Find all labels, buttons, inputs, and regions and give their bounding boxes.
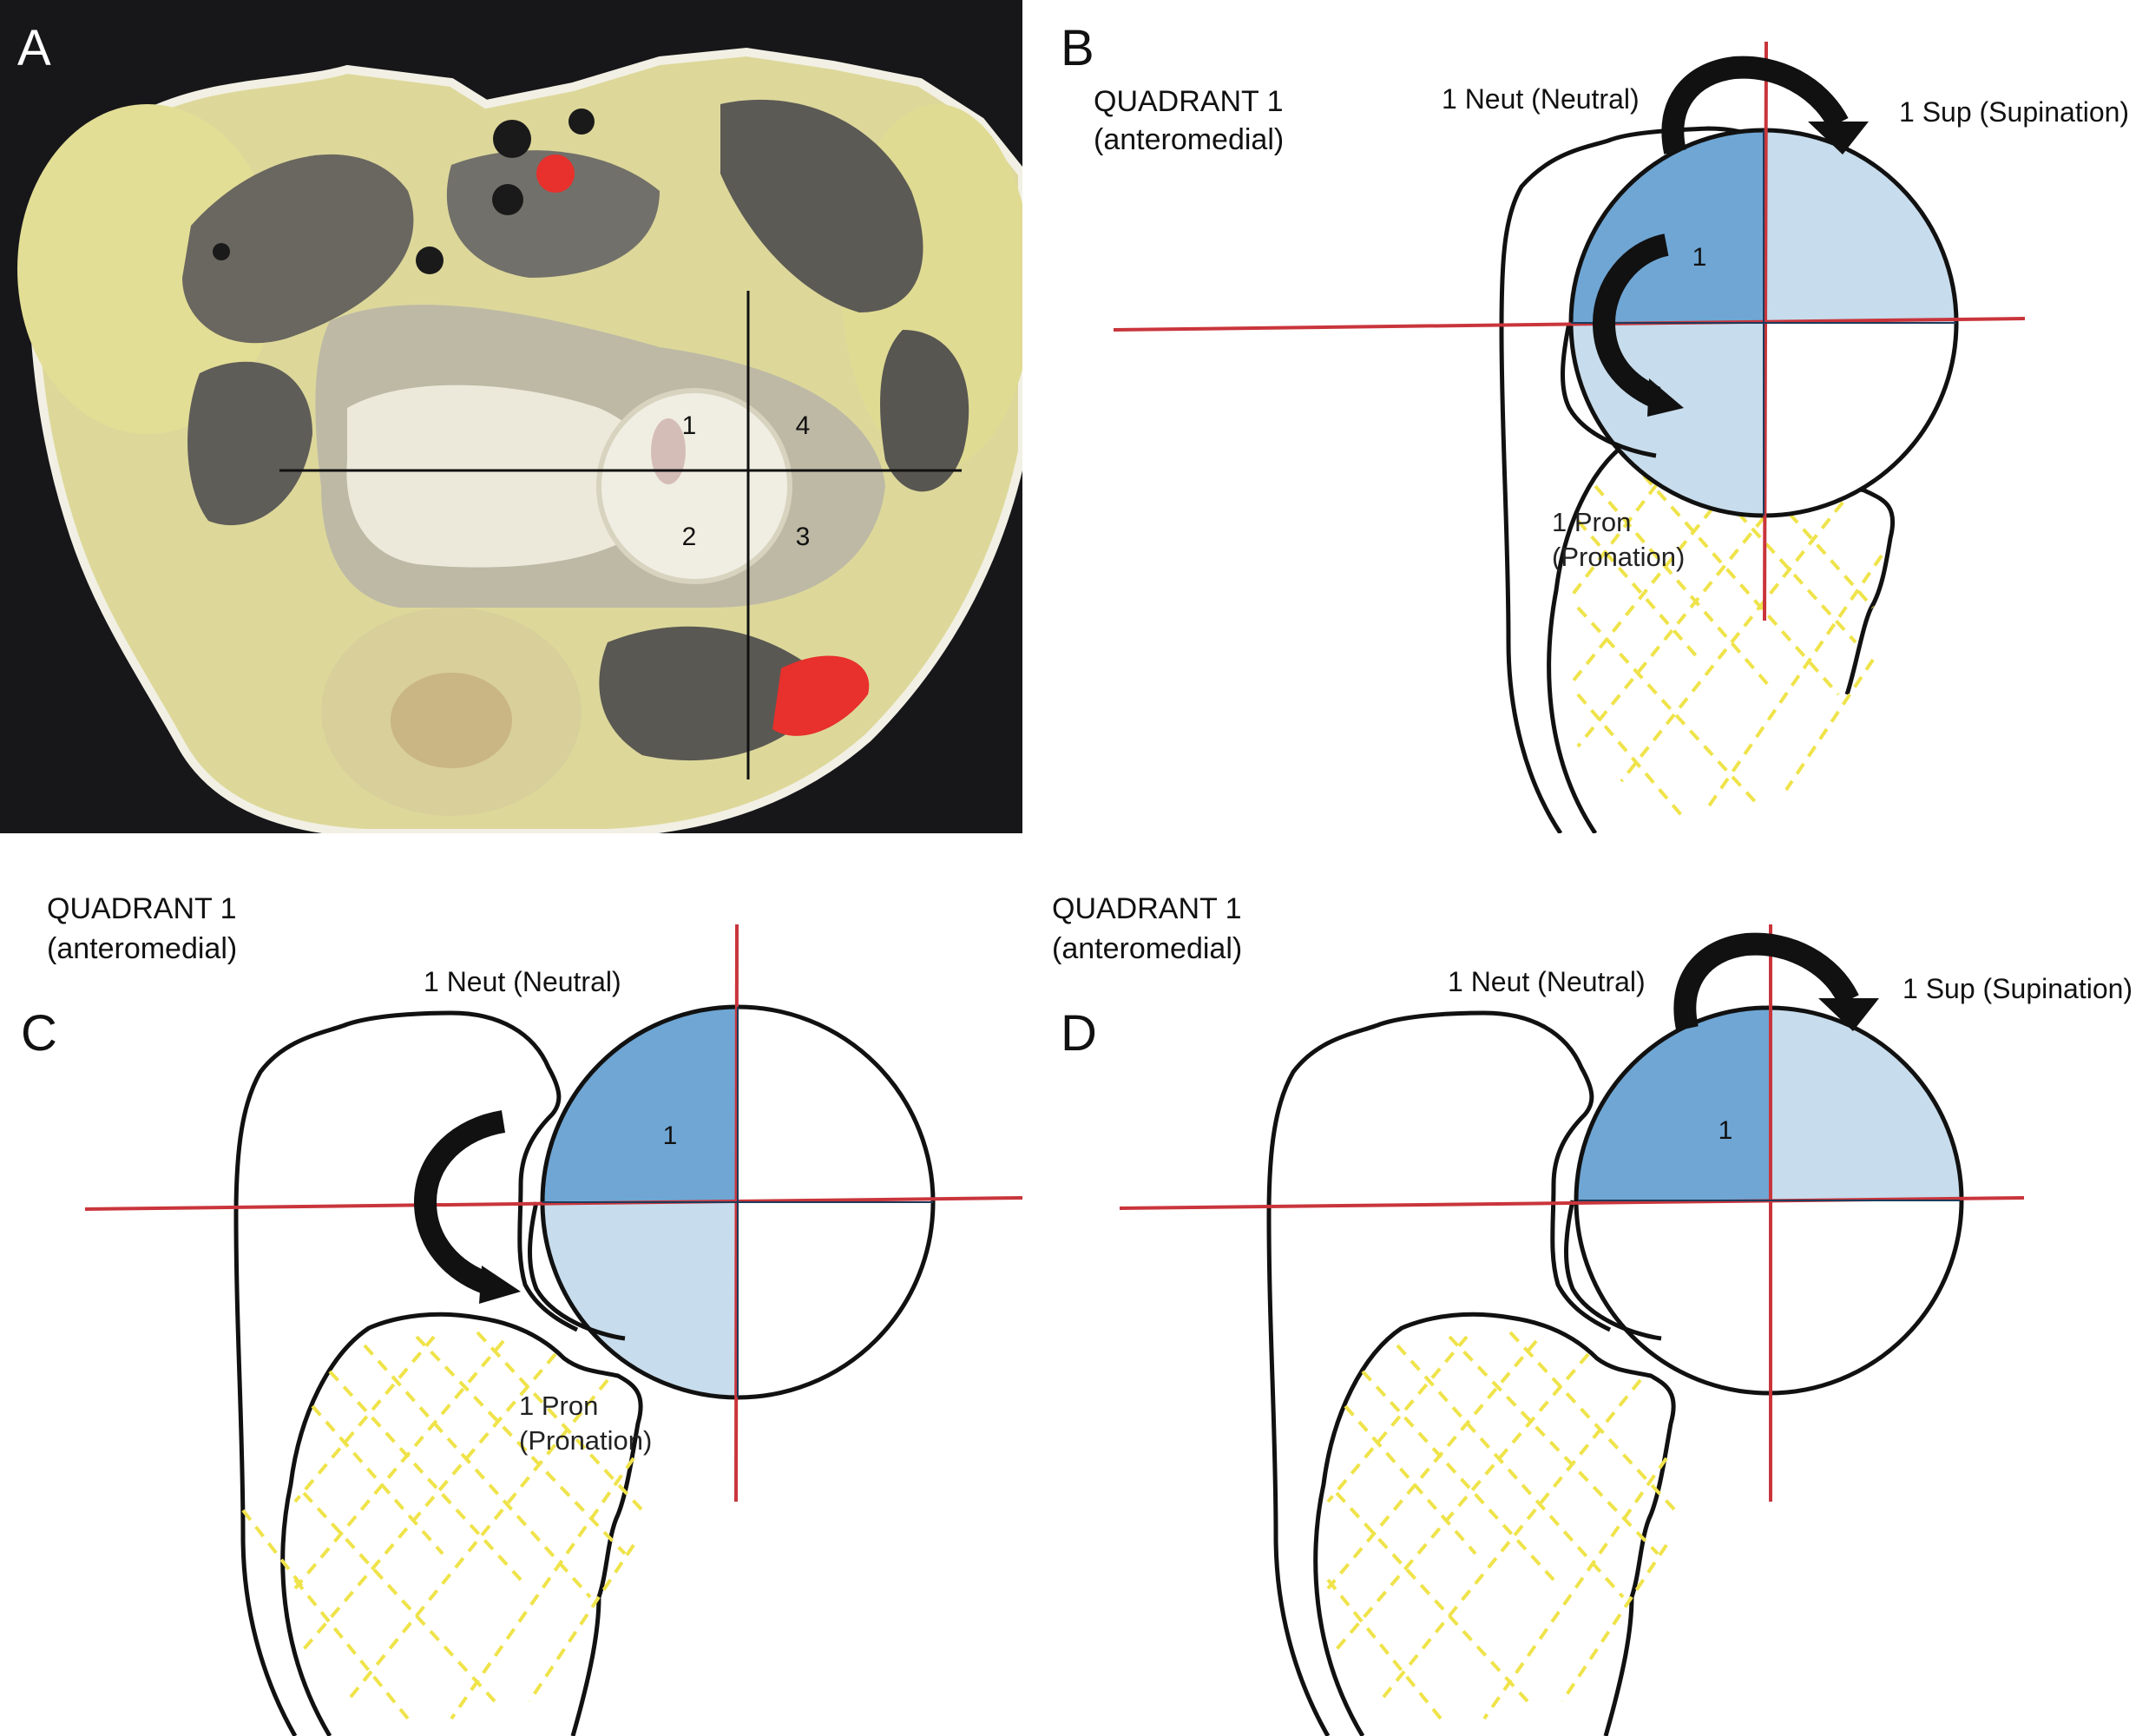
quadrant-title: QUADRANT 1 — [1094, 85, 1284, 118]
vessel-1 — [493, 120, 531, 158]
panel-c-diagram: QUADRANT 1 (anteromedial) 1 Neut (Neutra… — [0, 868, 1074, 1736]
axis-vertical — [1765, 42, 1766, 621]
panel-letter-d: D — [1061, 1005, 1097, 1062]
panel-letter-a: A — [17, 20, 51, 76]
radius-marrow — [391, 673, 512, 768]
axis-vertical — [736, 924, 737, 1502]
wrist-cross-section-photo: 1 2 3 4 A — [0, 0, 1022, 833]
panel-c-svg: QUADRANT 1 (anteromedial) 1 Neut (Neutra… — [0, 868, 1074, 1736]
vessel-4 — [416, 247, 444, 274]
quadrant-number: 1 — [1719, 1116, 1733, 1145]
neutral-label: 1 Neut (Neutral) — [424, 966, 621, 997]
quadrant-fill-neutral — [521, 998, 738, 1202]
pronation-label: 1 Pron — [1552, 507, 1631, 537]
vessel-2 — [492, 184, 523, 215]
quadrant-4-label: 4 — [796, 411, 811, 440]
pronation-sublabel: (Pronation) — [1552, 542, 1685, 572]
vessel-5 — [213, 243, 230, 260]
panel-letter-c: C — [21, 1005, 57, 1062]
panel-a-photograph: 1 2 3 4 A — [0, 0, 1022, 833]
supination-label: 1 Sup (Supination) — [1903, 973, 2133, 1004]
quadrant-fill-pronation — [1543, 323, 1764, 531]
quadrant-3-label: 3 — [796, 523, 811, 551]
pronation-sublabel: (Pronation) — [519, 1425, 652, 1456]
quadrant-1-label: 1 — [682, 411, 697, 440]
artery-red — [536, 155, 575, 193]
ulnar-head-quadrants — [1562, 998, 1995, 1417]
quadrant-number: 1 — [663, 1121, 678, 1150]
bone-stain — [651, 418, 686, 484]
supination-label: 1 Sup (Supination) — [1899, 96, 2129, 128]
ulnar-head-quadrants — [521, 998, 963, 1419]
panel-letter-b: B — [1061, 20, 1094, 76]
pronation-arrow-head — [479, 1266, 521, 1304]
neutral-label: 1 Neut (Neutral) — [1442, 83, 1640, 115]
panel-d-svg: QUADRANT 1 (anteromedial) 1 Neut (Neutra… — [1042, 868, 2149, 1736]
quadrant-subtitle: (anteromedial) — [47, 932, 237, 965]
vessel-3 — [568, 108, 595, 135]
quadrant-subtitle: (anteromedial) — [1094, 123, 1284, 156]
quadrant-subtitle: (anteromedial) — [1052, 932, 1242, 965]
quadrant-title: QUADRANT 1 — [47, 892, 237, 925]
panel-d-diagram: QUADRANT 1 (anteromedial) 1 Neut (Neutra… — [1042, 868, 2149, 1736]
quadrant-2-label: 2 — [682, 523, 697, 551]
quadrant-number: 1 — [1692, 243, 1707, 272]
neutral-label: 1 Neut (Neutral) — [1448, 966, 1646, 997]
pronation-label: 1 Pron — [519, 1391, 598, 1421]
panel-b-svg: B QUADRANT 1 (anteromedial) 1 Neut (Neut… — [1022, 0, 2149, 833]
panel-b-diagram: B QUADRANT 1 (anteromedial) 1 Neut (Neut… — [1022, 0, 2149, 833]
quadrant-title: QUADRANT 1 — [1052, 892, 1242, 925]
